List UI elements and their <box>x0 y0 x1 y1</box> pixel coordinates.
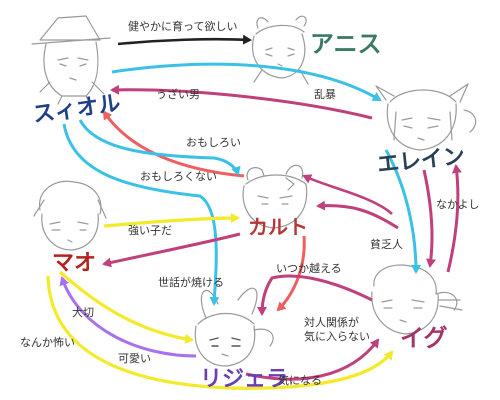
rijera-portrait <box>194 287 274 367</box>
elaine-portrait <box>375 83 477 151</box>
arrow-igu-rijera <box>257 274 373 316</box>
arrow-igu-karuto <box>316 200 399 230</box>
arrow-mao-igu <box>46 275 394 390</box>
label-fiol-karuto-fun: おもしろい <box>186 136 241 149</box>
label-igu-rijera: 対人関係が気に入らない <box>304 315 370 343</box>
karuto-portrait <box>242 164 308 229</box>
label-rijera-mao-kowai: なんか怖い <box>20 335 75 349</box>
label-mao-rijera-kawaii: 可愛い <box>118 352 151 365</box>
label-mao-rijera-taisetsu: 大切 <box>72 305 94 319</box>
arrow-mao-rijera <box>58 270 194 344</box>
label-karuto-fiol-notfun: おもしろくない <box>140 170 217 183</box>
arrow-mao-karuto <box>103 213 240 228</box>
arrow-rijera-igu <box>245 338 380 381</box>
label-karuto-fiol-uzai: うざい男 <box>156 87 200 101</box>
arrow-rijera-mao <box>59 276 197 358</box>
arrow-elaine-igu-cyan <box>384 149 421 274</box>
name-rijera: リジェラ <box>200 367 288 392</box>
name-mao: マオ <box>52 251 96 276</box>
arrow-elaine-igu <box>422 169 436 268</box>
name-igu: イグ <box>400 324 448 352</box>
arrow-fiol-karuto-cyan <box>78 119 241 176</box>
arrow-fiol-elaine-cyan <box>111 62 382 102</box>
anis-portrait <box>252 15 309 85</box>
name-elaine: エレイン <box>376 144 466 178</box>
fiol-portrait <box>31 15 111 105</box>
igu-portrait <box>371 264 463 335</box>
label-karuto-rijera: いつか越える <box>276 261 342 275</box>
arrow-fiol-anis <box>117 34 252 46</box>
arrow-fiol-rijera <box>62 123 220 306</box>
arrow-karuto-mao <box>102 232 241 268</box>
name-karuto: カルト <box>248 215 308 239</box>
label-igu-karuto: 貧乏人 <box>370 238 403 251</box>
label-elaine-igu: なかよし <box>436 198 479 211</box>
name-anis: アニス <box>310 30 382 58</box>
arrow-igu-karuto-2 <box>302 174 393 215</box>
label-fiol-anis: 健やかに育って欲しい <box>128 19 237 33</box>
label-elaine-fiol: 乱暴 <box>314 88 336 101</box>
arrow-elaine-fiol <box>110 84 373 120</box>
label-mao-karuto: 強い子だ <box>128 224 172 237</box>
label-rijera-igu: 気になる <box>278 373 322 387</box>
mao-portrait <box>33 180 107 251</box>
name-fiol: スィオル <box>31 91 122 128</box>
arrow-igu-elaine <box>446 164 462 273</box>
label-karuto-mao: 世話が焼ける <box>158 275 224 289</box>
